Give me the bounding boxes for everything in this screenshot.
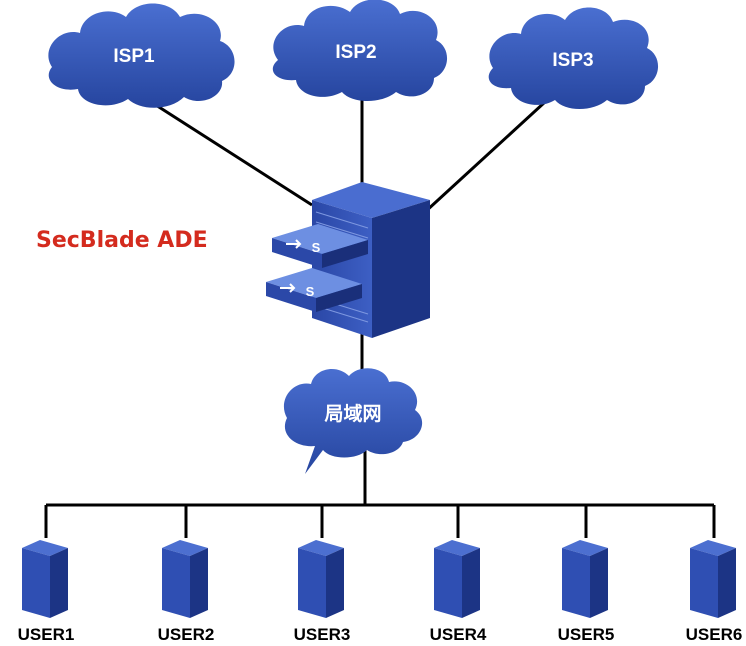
server-side [718, 548, 736, 618]
server-side [326, 548, 344, 618]
module-front [272, 238, 322, 268]
server-icon [298, 540, 344, 556]
isp1-label: ISP1 [113, 46, 155, 67]
server-side [462, 548, 480, 618]
module-glyph: S [312, 240, 321, 255]
user-node: USER1 [18, 540, 75, 644]
cloud-icon [48, 3, 235, 108]
arrow-icon [286, 239, 302, 249]
server-front [298, 548, 326, 618]
secblade-chassis: S S [266, 182, 430, 338]
server-front [162, 548, 190, 618]
module-front [266, 282, 316, 312]
server-front [690, 548, 718, 618]
module-side [316, 284, 362, 312]
blade-module-2: S [266, 268, 362, 312]
server-icon [22, 540, 68, 556]
lan-cloud: 局域网 [283, 368, 423, 474]
user-label: USER3 [294, 625, 351, 644]
server-front [434, 548, 462, 618]
server-icon [162, 540, 208, 556]
blade-module-1: S [272, 224, 368, 268]
server-side [590, 548, 608, 618]
module-side [322, 240, 368, 268]
isp1-cloud: ISP1 [48, 3, 235, 108]
user-nodes: USER1 USER2 USER3 USER4 USER5 USER6 [18, 540, 743, 644]
module-glyph: S [306, 284, 315, 299]
module-top [266, 268, 362, 298]
lan-label: 局域网 [324, 402, 381, 425]
isp3-cloud: ISP3 [488, 7, 659, 109]
server-front [22, 548, 50, 618]
arrow-icon [280, 283, 296, 293]
isp2-label: ISP2 [335, 42, 376, 63]
chassis-icon [312, 182, 430, 218]
user-node: USER3 [294, 540, 351, 644]
device-label: SecBlade ADE [36, 228, 208, 253]
link-isp3 [423, 100, 547, 214]
user-node: USER6 [686, 540, 743, 644]
user-label: USER5 [558, 625, 615, 644]
user-node: USER2 [158, 540, 215, 644]
chassis-side [372, 200, 430, 338]
chassis-front [312, 200, 372, 338]
user-label: USER2 [158, 625, 215, 644]
cloud-icon [488, 7, 659, 109]
isp3-label: ISP3 [552, 50, 593, 71]
server-icon [434, 540, 480, 556]
cloud-icon [272, 0, 447, 101]
server-front [562, 548, 590, 618]
server-side [50, 548, 68, 618]
user-node: USER4 [430, 540, 487, 644]
isp2-cloud: ISP2 [272, 0, 447, 101]
user-label: USER1 [18, 625, 75, 644]
user-node: USER5 [558, 540, 615, 644]
module-top [272, 224, 368, 254]
links [44, 92, 716, 538]
server-side [190, 548, 208, 618]
link-isp1 [147, 98, 313, 207]
cloud-icon [283, 368, 423, 474]
user-label: USER4 [430, 625, 487, 644]
server-icon [690, 540, 736, 556]
server-icon [562, 540, 608, 556]
user-label: USER6 [686, 625, 743, 644]
